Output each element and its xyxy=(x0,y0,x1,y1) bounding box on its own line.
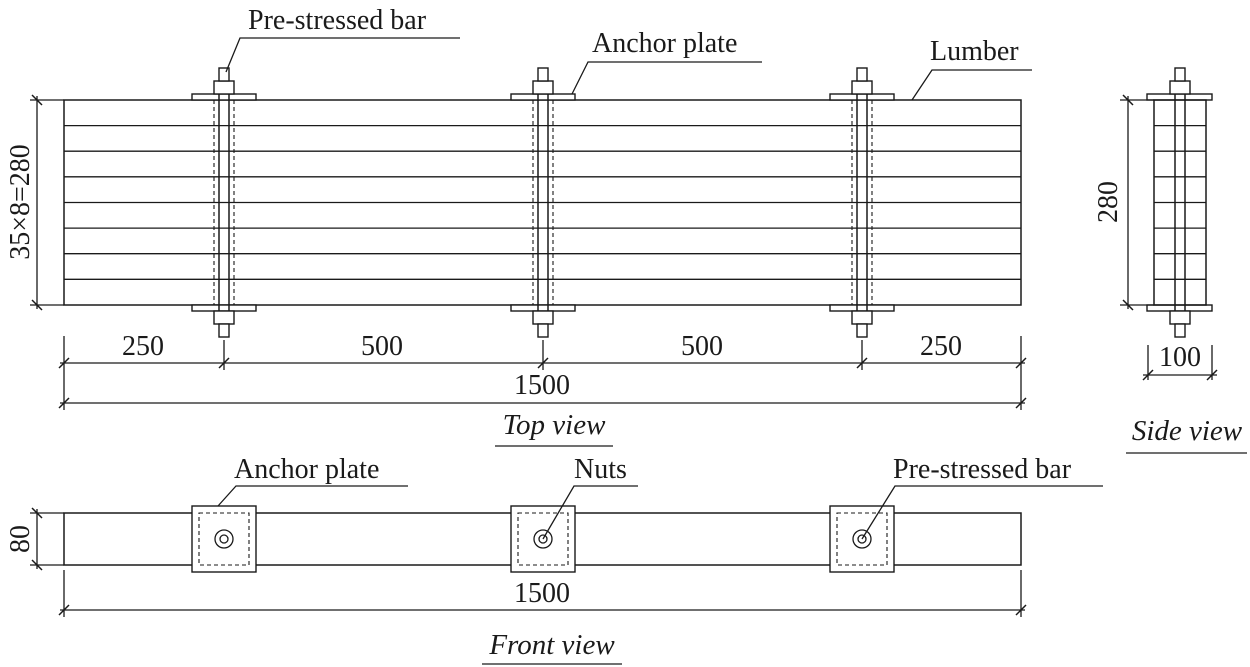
top-view: Pre-stressed bar Anchor plate Lumber 35×… xyxy=(5,5,1032,447)
side-bottom-nut xyxy=(1169,310,1191,325)
dim-seg-4: 250 xyxy=(920,331,962,362)
top-total-dimension: 1500 xyxy=(58,370,1027,410)
side-bottom-plate xyxy=(1146,304,1213,312)
caption-front-view: Front view xyxy=(488,629,615,661)
leader-anchor-plate-top xyxy=(571,61,762,95)
top-segment-dimension: 250 500 500 250 xyxy=(58,331,1027,370)
side-lumber-layers xyxy=(1154,124,1206,280)
dim-front-height: 80 xyxy=(5,525,36,553)
front-anchor-1 xyxy=(191,505,257,573)
side-view: 280 100 Side view xyxy=(1093,67,1247,454)
leader-anchor-plate-front xyxy=(217,485,408,507)
top-bar-assembly-1 xyxy=(191,67,257,338)
caption-top-view: Top view xyxy=(503,409,607,441)
dim-side-height: 280 xyxy=(1093,181,1124,223)
side-width-dimension: 100 xyxy=(1142,342,1218,381)
side-height-dimension: 280 xyxy=(1093,94,1154,311)
leader-nuts xyxy=(542,485,638,540)
dim-side-width: 100 xyxy=(1159,342,1201,373)
front-view: Anchor plate Nuts Pre-stressed bar 80 15… xyxy=(5,454,1103,665)
dim-front-total: 1500 xyxy=(514,578,570,609)
label-lumber: Lumber xyxy=(930,36,1019,67)
label-anchor-plate-front: Anchor plate xyxy=(234,454,379,485)
top-bar-assembly-2 xyxy=(510,67,576,338)
front-total-dimension: 1500 xyxy=(58,570,1027,617)
top-bar-assembly-3 xyxy=(829,67,895,338)
front-height-dimension: 80 xyxy=(5,507,64,571)
side-top-plate xyxy=(1146,93,1213,101)
dim-top-total: 1500 xyxy=(514,370,570,401)
dim-seg-1: 250 xyxy=(122,331,164,362)
leader-prestressed-bar-top xyxy=(225,37,460,73)
caption-side-view: Side view xyxy=(1132,415,1243,447)
side-top-bar-end xyxy=(1174,67,1186,82)
leader-prestressed-bar-front xyxy=(861,485,1103,540)
label-prestressed-bar-top: Pre-stressed bar xyxy=(248,5,427,36)
side-bottom-bar-end xyxy=(1174,323,1186,338)
side-top-nut xyxy=(1169,80,1191,95)
dim-seg-3: 500 xyxy=(681,331,723,362)
leader-lumber xyxy=(911,69,1032,101)
label-anchor-plate-top: Anchor plate xyxy=(592,28,737,59)
top-lumber-layers xyxy=(64,124,1021,280)
label-prestressed-bar-front: Pre-stressed bar xyxy=(893,454,1072,485)
top-height-dimension: 35×8=280 xyxy=(5,94,64,311)
dim-top-height: 35×8=280 xyxy=(5,144,36,260)
dim-seg-2: 500 xyxy=(361,331,403,362)
label-nuts: Nuts xyxy=(574,454,627,485)
